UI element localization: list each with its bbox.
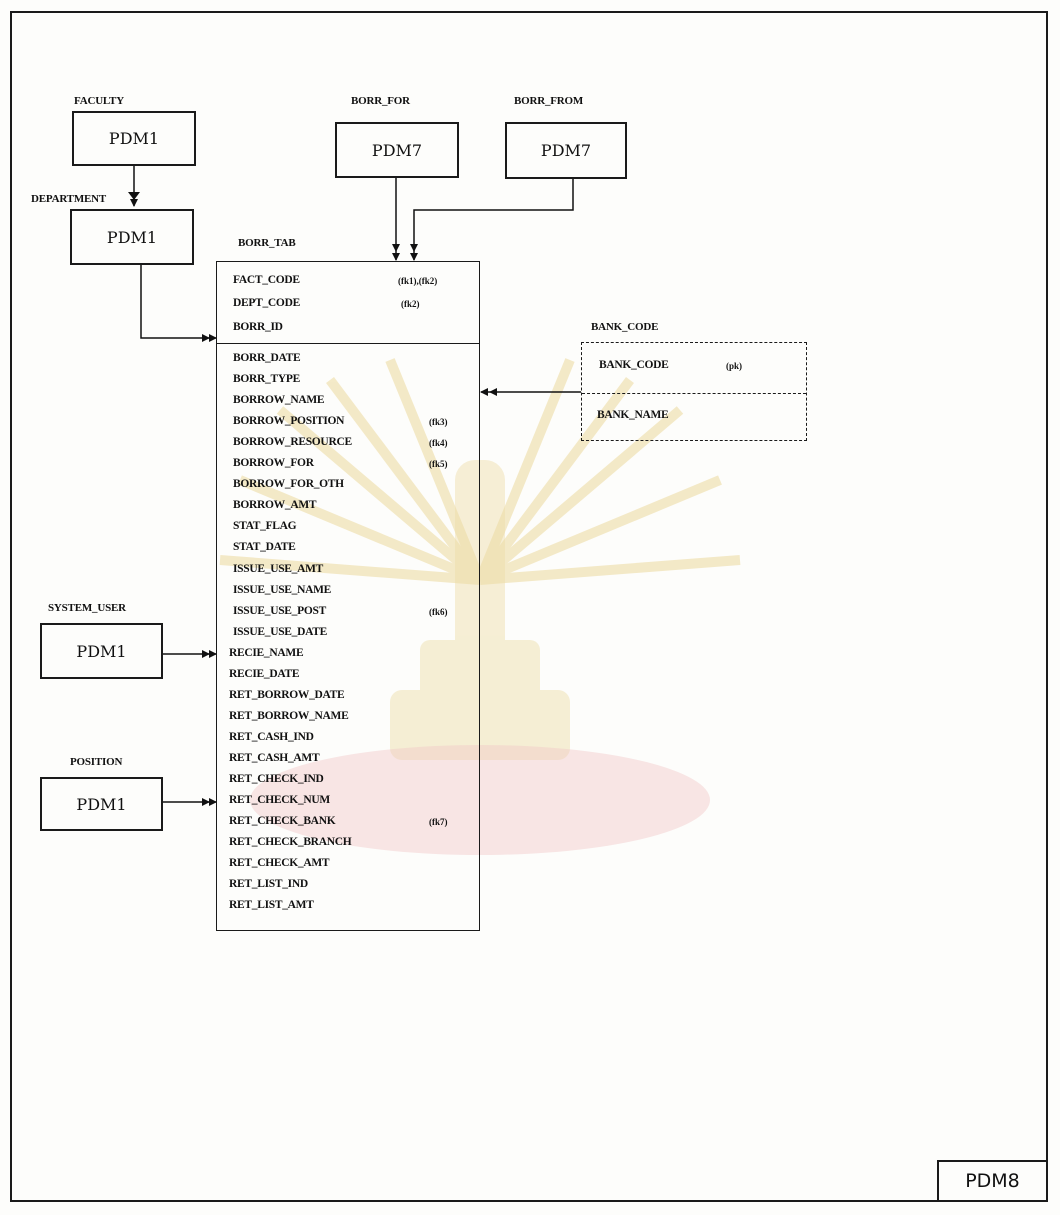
- borr-tab-field: BORR_DATE: [233, 352, 301, 364]
- department-label: DEPARTMENT: [31, 193, 107, 205]
- borr-tab-field: BORROW_FOR_OTH: [233, 478, 344, 490]
- borr-tab-field: RECIE_NAME: [229, 647, 304, 659]
- borr-tab-key-marker: (fk6): [429, 607, 448, 617]
- borr-tab-field: ISSUE_USE_POST: [233, 605, 326, 617]
- borr-tab-field: RET_LIST_AMT: [229, 899, 314, 911]
- borr-tab-field: RET_BORROW_DATE: [229, 689, 345, 701]
- borr-tab-field: ISSUE_USE_NAME: [233, 584, 332, 596]
- borr-from-entity-box: PDM7: [505, 122, 627, 179]
- borr-tab-field: STAT_FLAG: [233, 520, 297, 532]
- borr-tab-field: RET_LIST_IND: [229, 878, 308, 890]
- borr-tab-field: RET_CHECK_NUM: [229, 794, 330, 806]
- bank-name-field: BANK_NAME: [597, 409, 669, 421]
- borr-tab-field: ISSUE_USE_AMT: [233, 563, 324, 575]
- borr-tab-key-marker: (fk4): [429, 438, 448, 448]
- bank-code-pk-marker: (pk): [726, 361, 743, 371]
- borr-tab-field: BORR_TYPE: [233, 373, 300, 385]
- borr-for-entity-box: PDM7: [335, 122, 459, 178]
- borr-for-label: BORR_FOR: [351, 95, 410, 107]
- borr-tab-field: BORROW_FOR: [233, 457, 314, 469]
- borr-tab-field: ISSUE_USE_DATE: [233, 626, 328, 638]
- borr-tab-field: RECIE_DATE: [229, 668, 300, 680]
- system-user-label: SYSTEM_USER: [48, 602, 126, 614]
- bank-code-divider: [582, 393, 806, 394]
- bank-code-table: [581, 342, 807, 441]
- position-entity-box: PDM1: [40, 777, 163, 831]
- borr-tab-field: BORROW_RESOURCE: [233, 436, 352, 448]
- borr-tab-field: STAT_DATE: [233, 541, 296, 553]
- bank-code-title: BANK_CODE: [591, 321, 659, 333]
- position-label: POSITION: [70, 756, 123, 768]
- borr-tab-field: BORROW_POSITION: [233, 415, 345, 427]
- faculty-entity-box: PDM1: [72, 111, 196, 166]
- borr-tab-key-divider: [217, 343, 479, 344]
- borr-tab-field: RET_CHECK_IND: [229, 773, 324, 785]
- department-entity-box: PDM1: [70, 209, 194, 265]
- borr-tab-field: RET_CHECK_AMT: [229, 857, 330, 869]
- borr-tab-key-field: DEPT_CODE: [233, 297, 300, 309]
- borr-tab-key-marker: (fk3): [429, 417, 448, 427]
- borr-tab-field: BORROW_AMT: [233, 499, 317, 511]
- borr-tab-title: BORR_TAB: [238, 237, 296, 249]
- borr-tab-field: BORROW_NAME: [233, 394, 325, 406]
- borr-tab-field: RET_CASH_IND: [229, 731, 314, 743]
- borr-tab-key-field: BORR_ID: [233, 321, 283, 333]
- borr-tab-table: [216, 261, 480, 931]
- borr-from-label: BORR_FROM: [514, 95, 584, 107]
- borr-tab-field: RET_CHECK_BANK: [229, 815, 336, 827]
- borr-tab-key-marker: (fk5): [429, 459, 448, 469]
- system-user-entity-box: PDM1: [40, 623, 163, 679]
- borr-tab-field: RET_CHECK_BRANCH: [229, 836, 352, 848]
- borr-tab-key-marker: (fk1),(fk2): [398, 276, 438, 286]
- borr-tab-key-field: FACT_CODE: [233, 274, 300, 286]
- page-label: PDM8: [937, 1160, 1048, 1202]
- borr-tab-key-marker: (fk7): [429, 817, 448, 827]
- faculty-label: FACULTY: [74, 95, 124, 107]
- bank-code-pk-field: BANK_CODE: [599, 359, 669, 371]
- borr-tab-field: RET_BORROW_NAME: [229, 710, 349, 722]
- page-frame: [10, 11, 1048, 1202]
- borr-tab-key-marker: (fk2): [401, 299, 420, 309]
- borr-tab-field: RET_CASH_AMT: [229, 752, 320, 764]
